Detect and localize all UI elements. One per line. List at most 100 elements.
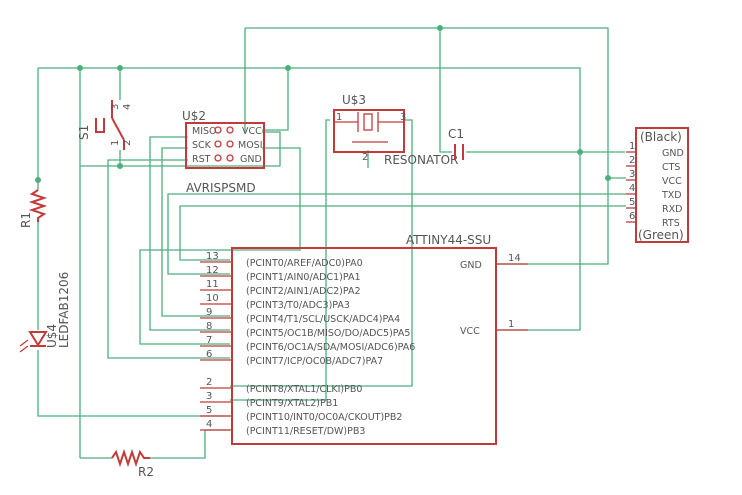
switch-name: S1 <box>77 125 91 140</box>
u3-name: U$3 <box>342 93 366 107</box>
attiny-vcc-label: VCC <box>460 326 480 337</box>
wire-rst <box>107 159 230 359</box>
attiny-pin-label: (PCINT5/OC1B/MISO/DO/ADC5)PA5 <box>246 328 410 339</box>
attiny-pin-number: 13 <box>206 251 219 262</box>
ftdi-bottom-label: (Green) <box>638 228 684 242</box>
attiny-pin-number: 9 <box>206 307 212 318</box>
pad-icon <box>214 140 222 148</box>
u2-pin-miso: MISO <box>192 126 217 137</box>
wire-gnd-top <box>245 27 626 179</box>
attiny-pin-label: (PCINT3/T0/ADC3)PA3 <box>246 300 350 311</box>
wire-r2-right <box>150 429 230 459</box>
u2-pin-sck: SCK <box>192 140 212 151</box>
crystal-icon <box>363 113 373 131</box>
ftdi-pin-number: 6 <box>629 211 635 222</box>
ftdi-pin-label: CTS <box>662 162 680 173</box>
ftdi-pin-label: TXD <box>661 190 682 201</box>
ftdi-body <box>635 127 689 243</box>
ftdi-pin-label: RTS <box>662 218 680 229</box>
attiny-pin-label: (PCINT10/INT0/OC0A/CKOUT)PB2 <box>246 412 402 423</box>
ftdi-pin-number: 5 <box>629 197 635 208</box>
part-r1-resistor[interactable]: R1 <box>19 189 48 228</box>
pad-icon <box>214 126 222 134</box>
led-icon <box>28 331 48 347</box>
u3-pin-3: 3 <box>400 112 406 123</box>
attiny-gnd-label: GND <box>460 260 482 271</box>
wire-res-pin1 <box>230 119 330 401</box>
attiny-pin-number: 10 <box>206 293 219 304</box>
pad-icon <box>226 126 234 134</box>
junction-dot <box>577 149 583 155</box>
pad-icon <box>226 154 234 162</box>
ftdi-pin-label: VCC <box>662 176 682 187</box>
u2-body <box>185 122 265 169</box>
junction-dot <box>285 65 291 71</box>
junction-dot <box>77 65 83 71</box>
switch-pin-4: 4 <box>122 104 133 110</box>
part-attiny44[interactable]: ATTINY44-SSU 13(PCINT0/AREF/ADC0)PA012(P… <box>200 233 528 445</box>
attiny-pin-number: 12 <box>206 265 219 276</box>
attiny-pin-number: 3 <box>206 391 212 402</box>
r1-name: R1 <box>19 212 33 228</box>
resistor-zigzag <box>28 189 48 222</box>
attiny-pin-label: (PCINT7/ICP/OC0B/ADC7)PA7 <box>246 356 383 367</box>
u3-pin-2: 2 <box>362 152 368 163</box>
wire-c1-gnd <box>439 28 452 153</box>
attiny-pin-label: (PCINT11/RESET/DW)PB3 <box>246 426 365 437</box>
part-u2-avrisp[interactable]: U$2 AVRISPSMD MISO SCK RST VCC MOSI GND <box>182 109 265 195</box>
u2-pin-vcc: VCC <box>242 126 262 137</box>
junction-dot <box>437 25 443 31</box>
wire-mosi <box>139 147 301 345</box>
switch-pin-1: 1 <box>110 140 121 146</box>
attiny-pin-label: (PCINT1/AIN0/ADC1)PA1 <box>246 272 361 283</box>
attiny-pin-number: 11 <box>206 279 219 290</box>
ftdi-top-label: (Black) <box>640 130 682 144</box>
u2-pin-mosi: MOSI <box>238 140 263 151</box>
u2-value: AVRISPSMD <box>186 181 256 195</box>
ftdi-pin-label: RXD <box>662 204 682 215</box>
resistor-zigzag <box>111 448 150 468</box>
ftdi-pin-label: GND <box>662 148 684 159</box>
wire-attiny-gnd <box>496 178 609 265</box>
junction-dot <box>35 177 41 183</box>
part-c1-capacitor[interactable]: C1 <box>448 127 464 160</box>
switch-s1[interactable]: 3 4 1 2 S1 <box>77 100 133 150</box>
u2-pads <box>214 126 234 162</box>
u2-name: U$2 <box>182 109 206 123</box>
wire-vcc-top <box>38 67 625 153</box>
u2-pin-gnd: GND <box>240 154 262 165</box>
led-arrow <box>19 345 29 353</box>
wire-attiny-vcc <box>496 152 581 331</box>
attiny-pin-number: 8 <box>206 321 212 332</box>
pad-icon <box>226 140 234 148</box>
wire-led-pb2 <box>37 350 230 417</box>
junction-dot <box>117 163 123 169</box>
attiny-vcc-num: 1 <box>508 319 514 330</box>
u3-pin-1: 1 <box>336 112 342 123</box>
attiny-pin-label: (PCINT0/AREF/ADC0)PA0 <box>246 258 363 269</box>
u4-value: LEDFAB1206 <box>57 272 71 348</box>
switch-pin-2: 2 <box>122 140 133 146</box>
attiny-pin-label: (PCINT2/AIN1/ADC2)PA2 <box>246 286 361 297</box>
u3-value: RESONATOR <box>384 153 458 167</box>
attiny-pin-number: 5 <box>206 405 212 416</box>
junction-dot <box>605 175 611 181</box>
wire-rxd <box>179 205 626 261</box>
part-u4-led[interactable]: U$4 LEDFAB1206 <box>19 272 71 353</box>
c1-name: C1 <box>448 127 464 141</box>
ftdi-pin-number: 4 <box>629 183 635 194</box>
part-r2-resistor[interactable]: R2 <box>111 448 154 479</box>
part-u3-resonator[interactable]: U$3 RESONATOR 1 3 2 <box>333 93 458 167</box>
ftdi-pin-number: 1 <box>629 141 635 152</box>
attiny-gnd-num: 14 <box>508 253 521 264</box>
pad-icon <box>214 154 222 162</box>
u2-pin-rst: RST <box>192 154 211 165</box>
wires <box>37 27 626 459</box>
wire-miso <box>149 136 230 331</box>
switch-actuator <box>95 118 105 133</box>
attiny-pin-label: (PCINT8/XTAL1/CLKI)PB0 <box>246 384 362 395</box>
wire-txd <box>167 193 626 275</box>
attiny-pin-number: 7 <box>206 335 212 346</box>
